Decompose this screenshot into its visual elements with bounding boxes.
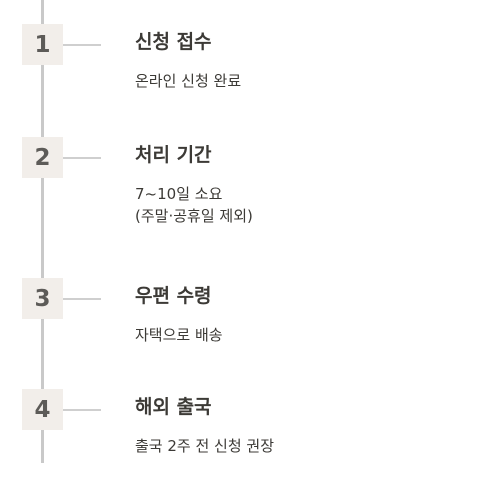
step-connector-line (63, 44, 101, 46)
step-number-badge: 1 (22, 24, 63, 65)
step-connector-line (63, 298, 101, 300)
step-connector-line (63, 409, 101, 411)
step-title: 신청 접수 (135, 31, 212, 53)
step-title: 우편 수령 (135, 285, 212, 307)
step-number-badge: 3 (22, 278, 63, 319)
step-number-badge: 4 (22, 389, 63, 430)
step-description: 출국 2주 전 신청 권장 (135, 437, 275, 455)
step-number-badge: 2 (22, 137, 63, 178)
step-description: 온라인 신청 완료 (135, 72, 242, 90)
step-connector-line (63, 157, 101, 159)
step-description: 7~10일 소요 (주말·공휴일 제외) (135, 185, 253, 225)
step-description: 자택으로 배송 (135, 326, 223, 344)
step-title: 처리 기간 (135, 144, 212, 166)
timeline-vertical-line (41, 0, 44, 463)
step-title: 해외 출국 (135, 396, 212, 418)
